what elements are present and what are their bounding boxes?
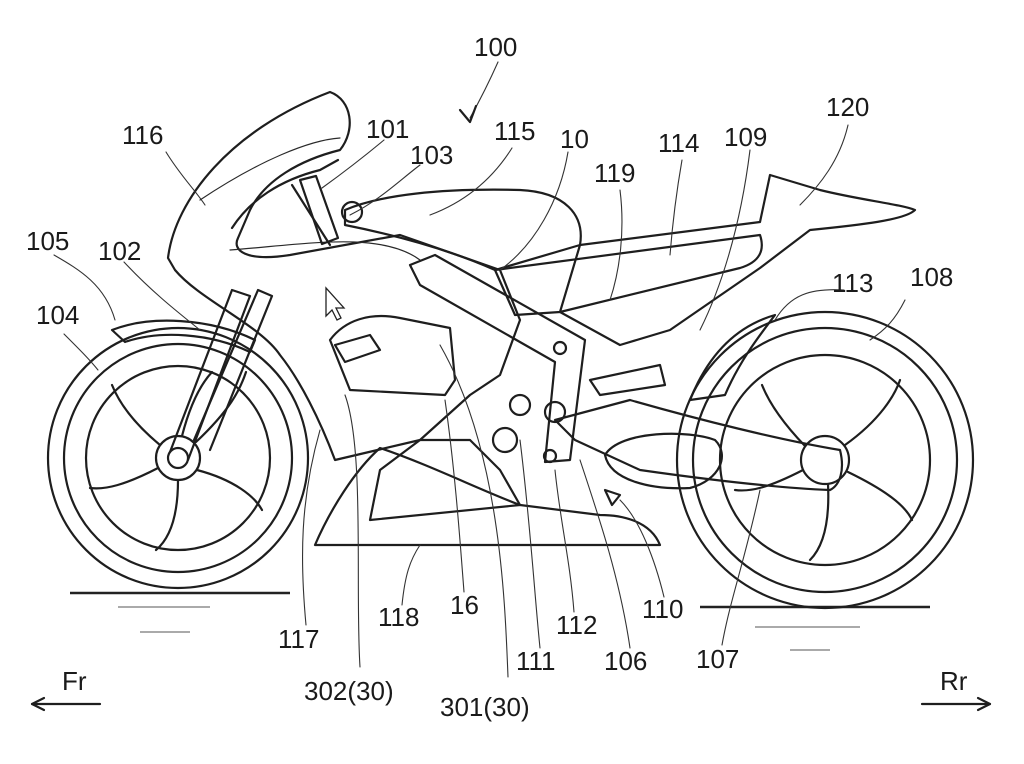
swing-arm [553,398,844,492]
direction-rear: Rr [920,666,992,712]
label-107: 107 [696,644,739,674]
label-110: 110 [642,594,683,624]
label-120: 120 [826,92,869,122]
seat [493,233,763,317]
label-114: 114 [658,128,699,158]
right-arrow-icon [976,696,992,712]
leader-lines [53,61,906,678]
swing-arm-window [603,432,723,490]
label-113: 113 [832,268,873,298]
side-cowl [328,314,457,397]
rear-wheel [675,310,975,610]
label-301-30: 301(30) [440,692,530,722]
lower-cowl [368,438,522,522]
front-fork [168,288,274,462]
label-108: 108 [910,262,953,292]
label-109: 109 [724,122,767,152]
label-105: 105 [26,226,69,256]
label-100: 100 [474,32,517,62]
reference-numerals: 100 116 101 103 115 10 119 114 109 120 1… [26,32,953,722]
reference-arrow [458,104,478,124]
label-118: 118 [378,602,419,632]
windscreen [230,158,340,230]
label-16: 16 [450,590,479,620]
label-119: 119 [594,158,635,188]
mouse-cursor-icon [325,286,346,321]
direction-front: Fr [30,666,102,712]
label-116: 116 [122,120,163,150]
handlebar [290,174,364,247]
label-115: 115 [494,116,535,146]
label-111: 111 [516,646,556,676]
fuel-tank [343,188,582,272]
label-103: 103 [410,140,453,170]
label-112: 112 [556,610,597,640]
label-302-30: 302(30) [304,676,394,706]
label-102: 102 [98,236,141,266]
label-10: 10 [560,124,589,154]
front-direction-label: Fr [62,666,87,696]
rear-suspension [588,363,667,507]
label-117: 117 [278,624,319,654]
rear-direction-label: Rr [940,666,968,696]
ground-lines [70,591,930,651]
label-104: 104 [36,300,79,330]
label-106: 106 [604,646,647,676]
left-arrow-icon [30,696,46,712]
tail-cowl [558,173,917,347]
front-wheel [46,326,310,590]
rear-fender [688,313,777,402]
label-101: 101 [366,114,409,144]
front-fairing [166,90,522,462]
frame [408,253,587,464]
